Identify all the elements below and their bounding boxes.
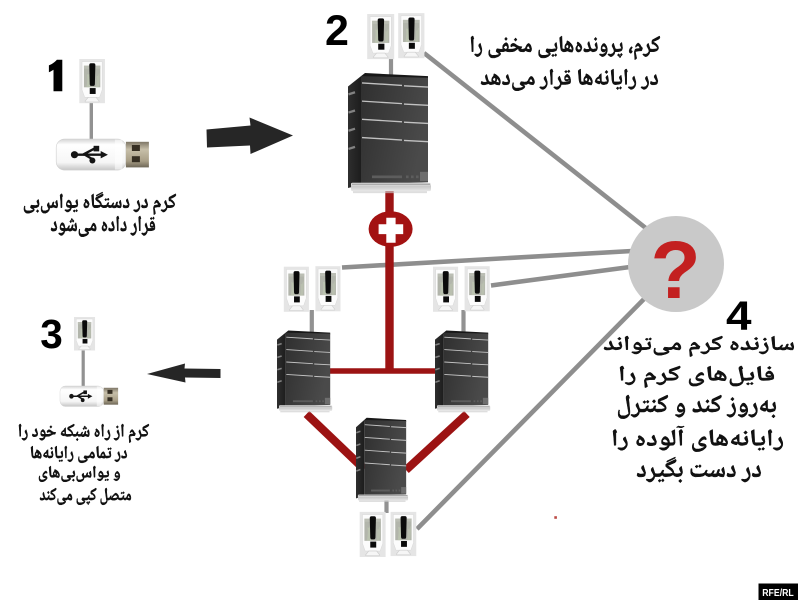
svg-text:RFE/RL: RFE/RL <box>762 587 794 599</box>
svg-text:?: ? <box>650 225 700 316</box>
svg-text:4: 4 <box>726 294 752 339</box>
svg-text:2: 2 <box>325 7 349 55</box>
svg-text:3: 3 <box>40 311 63 357</box>
